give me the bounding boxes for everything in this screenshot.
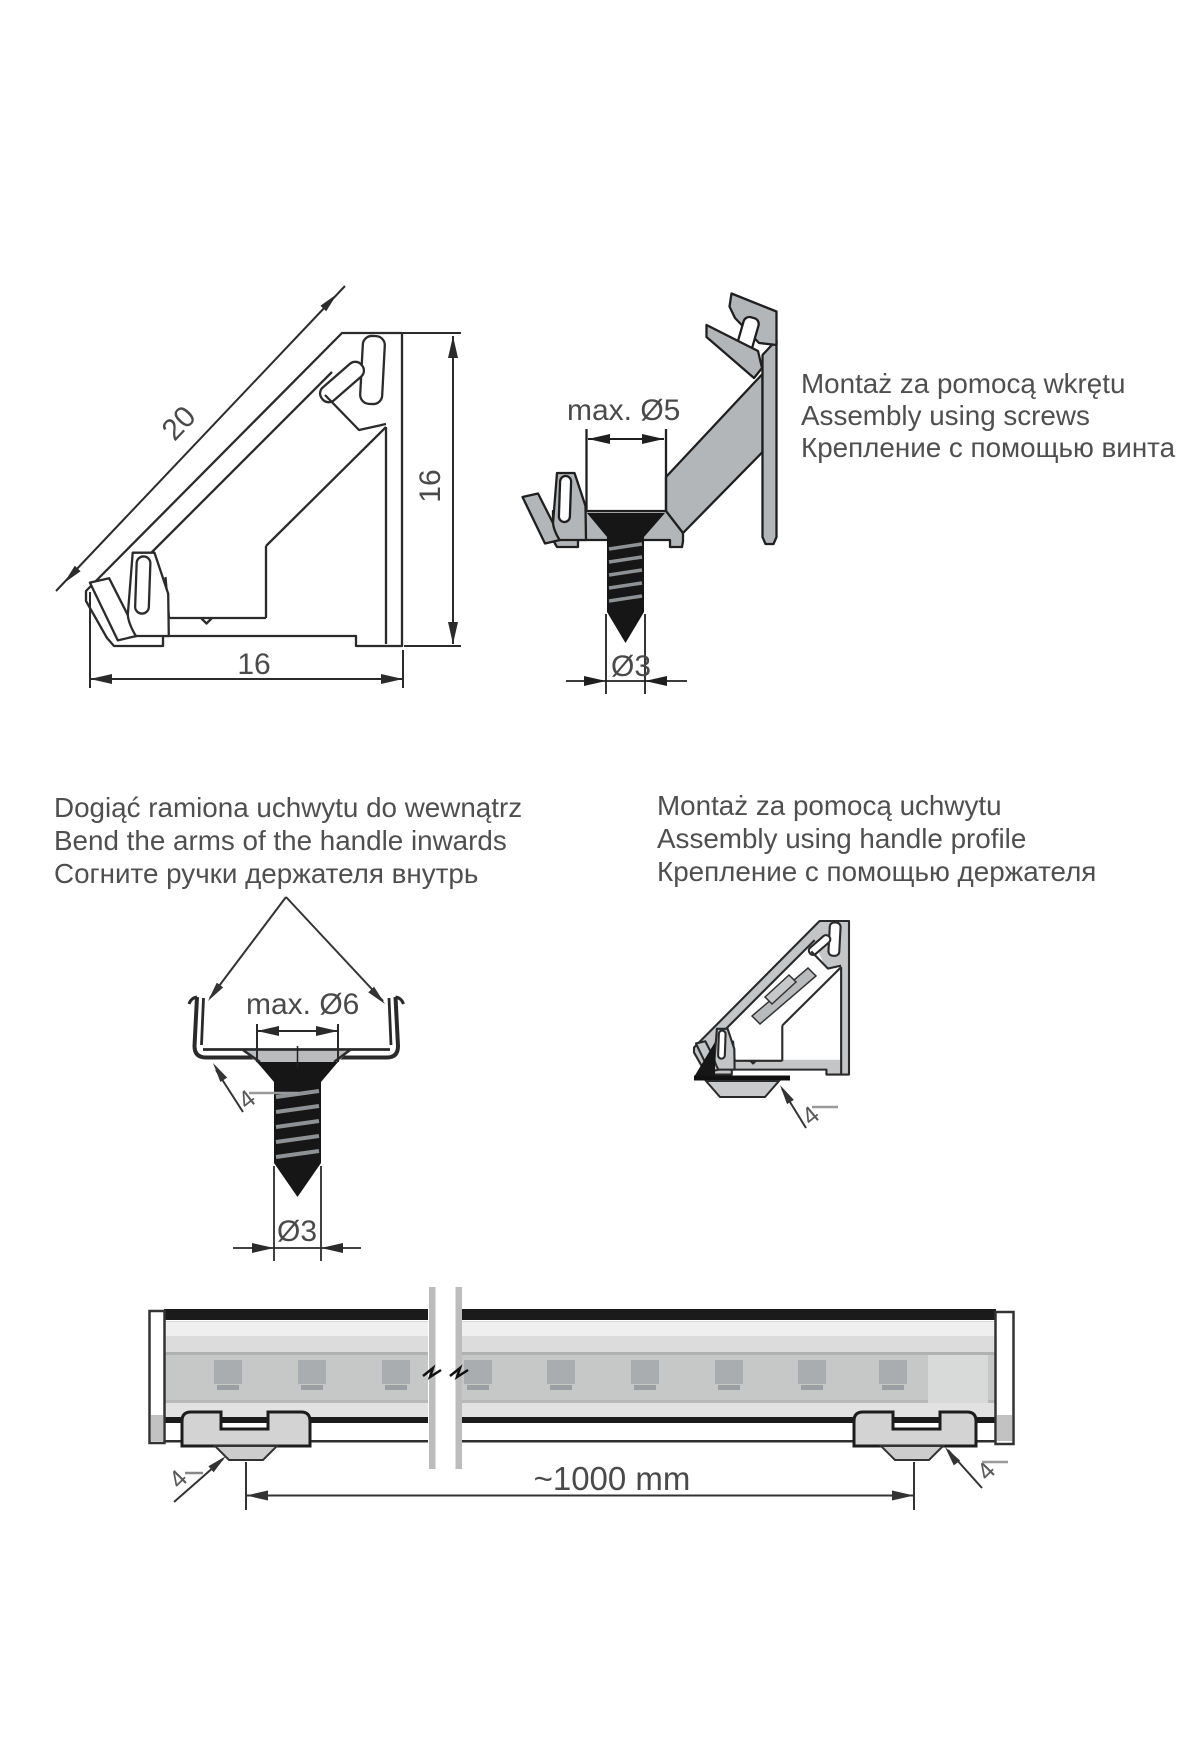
svg-text:Assembly using handle profile: Assembly using handle profile: [657, 823, 1026, 854]
svg-text:~1000 mm: ~1000 mm: [534, 1460, 691, 1497]
svg-text:max. Ø6: max. Ø6: [246, 988, 359, 1021]
svg-text:Montaż za pomocą wkrętu: Montaż za pomocą wkrętu: [801, 368, 1125, 399]
svg-text:16: 16: [414, 469, 447, 502]
svg-text:Assembly using screws: Assembly using screws: [801, 400, 1090, 431]
svg-text:Крепление с помощью держателя: Крепление с помощью держателя: [657, 856, 1096, 887]
svg-text:max. Ø5: max. Ø5: [567, 394, 680, 427]
svg-text:Согните ручки держателя внутрь: Согните ручки держателя внутрь: [54, 858, 478, 889]
svg-text:Dogiąć ramiona uchwytu do wewn: Dogiąć ramiona uchwytu do wewnątrz: [54, 792, 522, 823]
svg-text:Ø3: Ø3: [611, 650, 651, 683]
svg-text:Bend the arms of the handle i: Bend the arms of the handle inwards: [54, 825, 507, 856]
svg-text:Montaż za pomocą uchwytu: Montaż za pomocą uchwytu: [657, 790, 1002, 821]
svg-text:Крепление с помощью винта: Крепление с помощью винта: [801, 432, 1176, 463]
svg-text:Ø3: Ø3: [277, 1215, 317, 1248]
svg-text:16: 16: [237, 648, 270, 681]
